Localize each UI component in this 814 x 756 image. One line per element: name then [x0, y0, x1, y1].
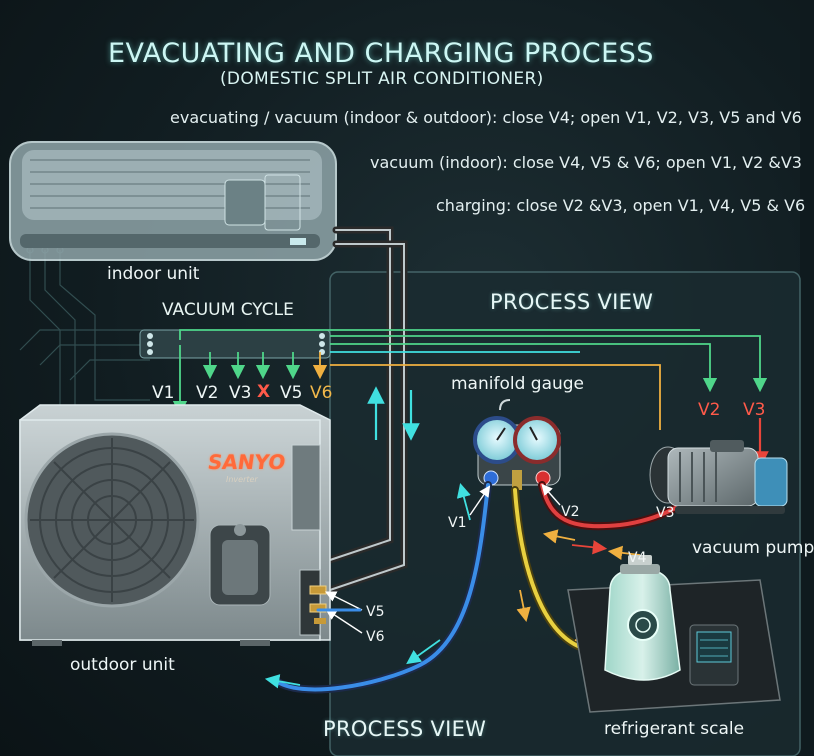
valve-label-v6: V6	[310, 383, 333, 403]
service-valves	[309, 585, 327, 624]
process-view-title-top: PROCESS VIEW	[490, 290, 654, 314]
valve-closed-marker: X	[257, 382, 271, 402]
instruction-vacuum-indoor: vacuum (indoor): close V4, V5 & V6; open…	[370, 153, 802, 172]
diagram-title: EVACUATING AND CHARGING PROCESS	[108, 38, 654, 69]
vacuum-pump-label: vacuum pump	[692, 538, 814, 558]
pump-valve-v2-label: V2	[698, 400, 721, 420]
circuit-traces	[19, 246, 150, 420]
valve-label-v1: V1	[152, 383, 175, 403]
vacuum-cycle-label: VACUUM CYCLE	[162, 300, 294, 320]
outdoor-v5-label: V5	[366, 604, 385, 620]
manifold-v2-label: V2	[561, 504, 580, 520]
indoor-unit-label: indoor unit	[107, 264, 200, 284]
outdoor-unit-label: outdoor unit	[70, 655, 175, 675]
vacuum-pump-body	[649, 440, 788, 514]
indoor-unit	[9, 141, 337, 261]
compressor	[209, 524, 271, 606]
manifold-gauge-body	[473, 399, 561, 490]
brand-logo-text: SANYO	[206, 450, 288, 474]
pump-valve-v3-label: V3	[743, 400, 766, 420]
outdoor-v6-label: V6	[366, 629, 385, 645]
manifold-gauge-label: manifold gauge	[451, 374, 585, 394]
pump-inlet-v3-label: V3	[656, 505, 675, 521]
valve-label-v3: V3	[229, 383, 252, 403]
valve-pointers	[324, 591, 363, 634]
process-view-title-bottom: PROCESS VIEW	[323, 717, 487, 741]
tank-v4-label: V4	[628, 550, 647, 566]
refrigerant-scale-label: refrigerant scale	[604, 719, 745, 739]
instruction-charging: charging: close V2 &V3, open V1, V4, V5 …	[436, 196, 806, 215]
vacuum-cycle-bus	[139, 329, 331, 359]
flow-arrows	[367, 386, 769, 469]
refrigerant-tank-body	[604, 555, 681, 681]
valve-label-v5: V5	[280, 383, 303, 403]
manifold-v1-label: V1	[448, 515, 467, 531]
instruction-evacuating: evacuating / vacuum (indoor & outdoor): …	[170, 108, 802, 127]
brand-sub-text: Inverter	[226, 475, 258, 484]
refrigerant-piping	[326, 226, 408, 594]
valve-drop-lines	[172, 329, 768, 501]
valve-label-v2: V2	[196, 383, 219, 403]
diagram-subtitle: (DOMESTIC SPLIT AIR CONDITIONER)	[220, 69, 544, 89]
outdoor-unit	[19, 404, 331, 646]
